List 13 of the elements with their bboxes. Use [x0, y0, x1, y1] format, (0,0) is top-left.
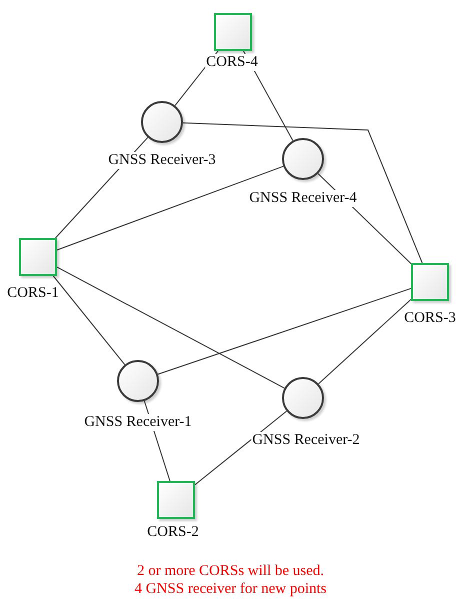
note-text: 4 GNSS receiver for new points	[134, 580, 327, 598]
connector-line	[56, 166, 284, 250]
node-label: GNSS Receiver-3	[107, 152, 217, 169]
connector-line	[52, 276, 126, 366]
connector-line	[182, 122, 423, 264]
connector-line	[318, 298, 412, 384]
connector-line	[157, 288, 412, 375]
connector-line	[56, 266, 285, 389]
connector-line	[194, 410, 288, 486]
note-text: 2 or more CORSs will be used.	[136, 562, 324, 580]
node-label: GNSS Receiver-1	[83, 414, 193, 431]
node-label: CORS-4	[205, 54, 259, 71]
node-label: GNSS Receiver-4	[248, 190, 358, 207]
